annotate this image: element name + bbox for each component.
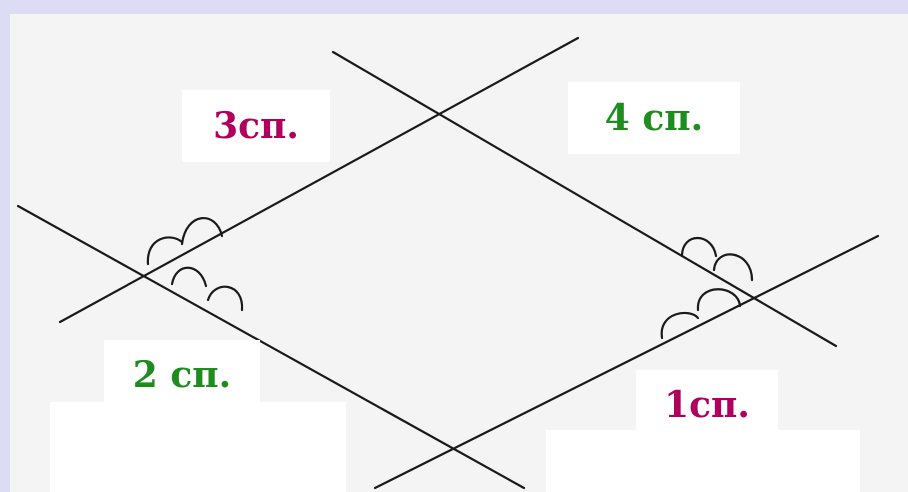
angle-arc-right-upper-1 (680, 237, 718, 258)
angle-arc-left-upper-2 (180, 217, 224, 246)
angle-arc-left-upper-1 (146, 236, 184, 266)
angle-arc-left-lower-2 (206, 285, 244, 312)
angle-arc-right-lower-2 (696, 288, 742, 312)
label-region-1: 1сп. (636, 370, 778, 440)
line-lower-parallel (373, 234, 880, 490)
label-region-3: 3сп. (182, 90, 330, 162)
angle-arc-right-upper-2 (712, 253, 754, 282)
label-region-2: 2 сп. (104, 340, 260, 410)
line-upper-parallel (58, 36, 580, 324)
line-left-transversal (16, 204, 526, 490)
label-region-4: 4 сп. (568, 82, 740, 154)
angle-arc-right-lower-1 (660, 311, 700, 340)
line-right-transversal (331, 50, 838, 348)
mask-box-bottom-right (546, 430, 860, 492)
mask-box-bottom-left (50, 402, 346, 492)
angle-arc-left-lower-1 (170, 266, 208, 288)
